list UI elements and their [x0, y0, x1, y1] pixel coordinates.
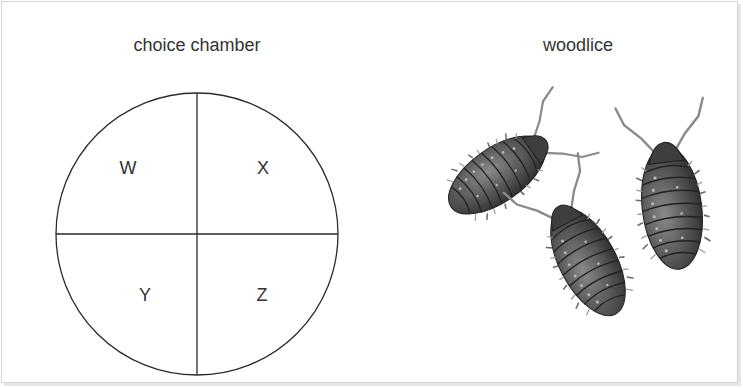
label-holder: woodlice: [543, 34, 613, 56]
chamber-circle: WXYZchoice chamber: [55, 92, 339, 376]
quadrant-letter: Z: [257, 284, 268, 306]
woodlouse: [504, 153, 653, 333]
divider-line: [56, 233, 338, 234]
chamber-outline: [56, 93, 338, 375]
chamber-heading: choice chamber: [0, 34, 399, 56]
chamber-quadrant: W: [114, 151, 143, 185]
illustration-label: woodlice: [543, 35, 613, 55]
woodlouse: [615, 98, 723, 275]
frame: [2, 2, 738, 383]
chamber-quadrant: Z: [251, 278, 274, 312]
circle-outline: [55, 92, 339, 376]
chamber-quadrant: Y: [133, 278, 158, 312]
quadrant-letter: Y: [139, 284, 151, 306]
quadrant-letter: X: [257, 157, 269, 179]
quadrant-letter: W: [120, 157, 137, 179]
chamber-quadrant: X: [251, 151, 276, 185]
